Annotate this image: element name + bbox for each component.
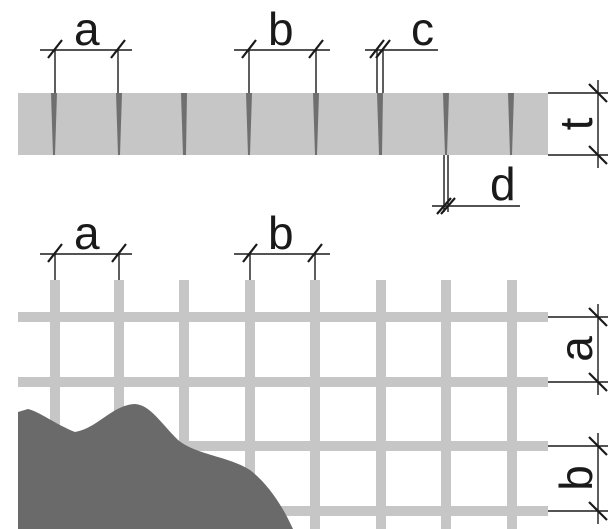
dimension-b-grid-top: b xyxy=(234,207,330,280)
dimension-a-grid-top: a xyxy=(40,207,132,280)
label-t: t xyxy=(550,117,602,130)
grid-bar-vertical xyxy=(179,280,189,529)
label-a-side: a xyxy=(550,336,602,362)
slotted-panel-section xyxy=(18,93,548,155)
dimension-t: t xyxy=(548,80,608,168)
grid-bar-vertical xyxy=(376,280,386,529)
dimension-b-top-panel: b xyxy=(234,3,330,93)
label-d: d xyxy=(490,158,516,210)
slit xyxy=(443,93,449,155)
dimension-a-grid-side: a xyxy=(548,304,608,395)
slit xyxy=(246,93,252,155)
label-b-grid: b xyxy=(268,207,294,259)
slit xyxy=(51,93,57,155)
label-b: b xyxy=(268,3,294,55)
grid-bar-vertical xyxy=(114,280,124,529)
grid-bar-vertical xyxy=(245,280,255,529)
grid-bar-horizontal xyxy=(18,441,548,451)
grid-bar-vertical xyxy=(441,280,451,529)
grid-bar-vertical xyxy=(507,280,517,529)
dimension-c: c xyxy=(365,3,438,93)
grid-bar-vertical xyxy=(310,280,320,529)
dimension-b-grid-side: b xyxy=(548,433,608,524)
panel-body xyxy=(18,93,548,155)
slit xyxy=(181,93,187,155)
slit xyxy=(313,93,319,155)
dimension-a-top-panel: a xyxy=(40,3,132,93)
cut-section-fill xyxy=(18,404,293,529)
slit xyxy=(116,93,122,155)
slit xyxy=(508,93,514,155)
grid-bar-vertical xyxy=(50,280,60,529)
label-a-grid: a xyxy=(74,207,100,259)
dimension-d: d xyxy=(432,155,520,215)
grid-bar-horizontal xyxy=(18,312,548,322)
label-b-side: b xyxy=(550,465,602,491)
mesh-grid xyxy=(18,280,548,529)
grid-bar-horizontal xyxy=(18,377,548,387)
slit xyxy=(377,93,383,155)
label-c: c xyxy=(411,3,434,55)
label-a: a xyxy=(74,3,100,55)
